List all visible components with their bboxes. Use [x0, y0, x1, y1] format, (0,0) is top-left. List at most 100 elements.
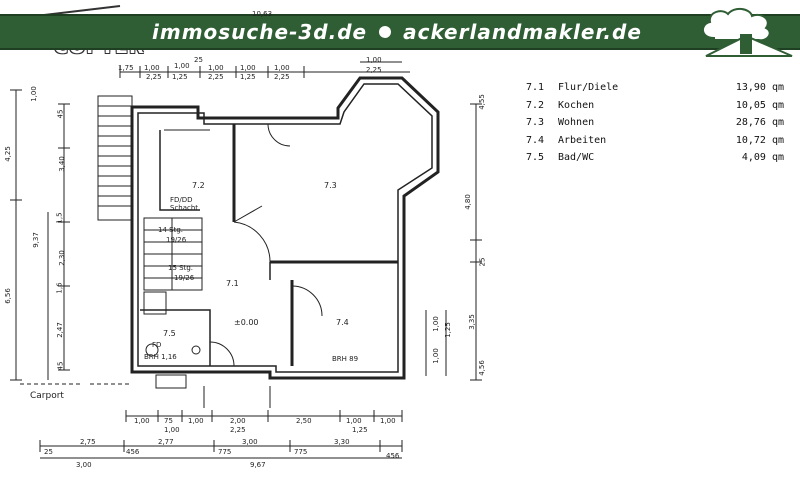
legend-row: 7.2 Kochen 10,05 qm	[526, 100, 788, 118]
dim-left7: 1,5	[55, 212, 64, 224]
shaft-label: FD/DD	[170, 196, 193, 204]
dim-b10: 1,25	[352, 426, 368, 434]
dim-top-total: 10,63	[252, 10, 273, 18]
room-7-2-label: 7.2	[192, 181, 205, 190]
dim-left11: 45	[56, 361, 65, 371]
legend-name: Arbeiten	[558, 134, 607, 146]
dim-right4: 3,35	[467, 314, 476, 330]
dim-t3: 25	[194, 56, 203, 64]
stair-label-2: 19/26	[166, 236, 187, 244]
dim-left5: 9,37	[31, 232, 40, 248]
dim-left10: 2,47	[55, 322, 64, 338]
dim-t13: 1,75	[118, 64, 134, 72]
legend-row: 7.5 Bad/WC 4,09 qm	[526, 152, 788, 170]
stair-label-1: 14 Stg.	[158, 226, 183, 234]
dim-b16: 456	[126, 448, 140, 456]
stair-label-4: 19/26	[174, 274, 195, 282]
legend-num: 7.3	[526, 117, 545, 128]
dim-t1: 1,00	[144, 64, 160, 72]
dim-left6: 6,56	[3, 288, 12, 304]
legend-num: 7.1	[526, 82, 545, 93]
dim-bay2: 2,25	[366, 66, 382, 74]
legend-name: Bad/WC	[558, 152, 595, 163]
legend-num: 7.4	[526, 134, 545, 146]
dim-right8: 4,56	[477, 360, 486, 376]
dim-t7: 1,25	[240, 73, 256, 81]
room-legend: 7.1 Flur/Diele 13,90 qm 7.2 Kochen 10,05…	[526, 82, 788, 170]
tree-house-icon	[702, 8, 793, 57]
bullet-icon	[379, 25, 392, 38]
dim-b2: 75	[164, 417, 173, 425]
legend-area: 10,72 qm	[735, 134, 784, 146]
room-7-5-label: 7.5	[163, 329, 176, 338]
dim-b17: 775	[218, 448, 232, 456]
dim-b1: 1,00	[134, 417, 150, 425]
dim-bay1: 1,00	[366, 56, 382, 64]
site-link-immosuche[interactable]: immosuche-3d.de	[152, 20, 368, 44]
dim-b9: 2,25	[230, 426, 246, 434]
dim-right3: 25	[478, 257, 487, 267]
legend-row: 7.4 Arbeiten 10,72 qm	[526, 135, 788, 153]
dim-right7: 1,00	[431, 348, 440, 364]
dim-b20: 3,00	[76, 461, 92, 469]
stair-label-3: 15 Stg.	[168, 264, 193, 272]
legend-row: 7.1 Flur/Diele 13,90 qm	[526, 82, 788, 100]
brh-label-2: BRH 89	[332, 355, 359, 363]
dim-b18: 775	[294, 448, 308, 456]
dim-t9: 2,25	[274, 73, 290, 81]
dim-b7: 1,00	[380, 417, 396, 425]
ackerland-logo	[696, 4, 800, 58]
legend-num: 7.2	[526, 99, 545, 111]
room-7-1-label: 7.1	[226, 279, 239, 288]
dim-b13: 3,00	[242, 438, 258, 446]
banner-text: immosuche-3d.de ackerlandmakler.de	[152, 20, 642, 44]
dim-t4: 1,00	[208, 64, 224, 72]
dim-b12: 2,77	[158, 438, 174, 446]
legend-area: 28,76 qm	[735, 117, 784, 128]
dim-t5: 1,25	[172, 73, 188, 81]
dim-left1: 1,00	[29, 86, 38, 102]
legend-area: 4,09 qm	[741, 152, 784, 163]
dim-b6: 1,00	[346, 417, 362, 425]
dim-right1: 4,55	[477, 94, 486, 110]
dim-b19: 456	[386, 452, 400, 460]
dim-b8: 1,00	[164, 426, 180, 434]
shaft-label-2: Schacht	[170, 204, 199, 212]
brh-label-1: BRH 1,16	[144, 353, 177, 361]
level-label: ±0.00	[234, 318, 259, 327]
dim-right5: 1,25	[443, 322, 452, 338]
room-7-3-label: 7.3	[324, 181, 337, 190]
dim-right2: 4,80	[463, 194, 472, 210]
dim-t2: 1,00	[174, 62, 190, 70]
site-link-ackerland[interactable]: ackerlandmakler.de	[403, 20, 642, 44]
dim-t8: 2,25	[208, 73, 224, 81]
dim-t6: 1,00	[240, 64, 256, 72]
dim-left2: 4,25	[3, 146, 12, 162]
dim-b4: 2,00	[230, 417, 246, 425]
legend-area: 10,05 qm	[735, 99, 784, 111]
dim-b3: 1,00	[188, 417, 204, 425]
legend-row: 7.3 Wohnen 28,76 qm	[526, 117, 788, 135]
legend-name: Kochen	[558, 99, 595, 111]
dim-b5: 2,50	[296, 417, 312, 425]
header-banner: immosuche-3d.de ackerlandmakler.de	[0, 14, 800, 50]
dim-b15: 25	[44, 448, 53, 456]
dim-left8: 2,30	[57, 250, 66, 266]
dim-b21: 9,67	[250, 461, 266, 469]
dim-left3: 45	[56, 109, 65, 119]
dim-t10: 1,00	[274, 64, 290, 72]
dim-b11: 2,75	[80, 438, 96, 446]
dim-left4: 3,40	[57, 156, 66, 172]
dim-left9: 1,6	[55, 282, 64, 294]
carport-label: Carport	[30, 391, 64, 401]
room-7-4-label: 7.4	[336, 318, 349, 327]
fd-label: FD	[152, 341, 162, 349]
dim-right6: 1,00	[431, 316, 440, 332]
legend-name: Wohnen	[558, 117, 595, 128]
legend-num: 7.5	[526, 152, 545, 163]
dim-t11: 2,25	[146, 73, 162, 81]
legend-area: 13,90 qm	[735, 82, 784, 93]
dim-b14: 3,30	[334, 438, 350, 446]
legend-name: Flur/Diele	[558, 82, 619, 93]
